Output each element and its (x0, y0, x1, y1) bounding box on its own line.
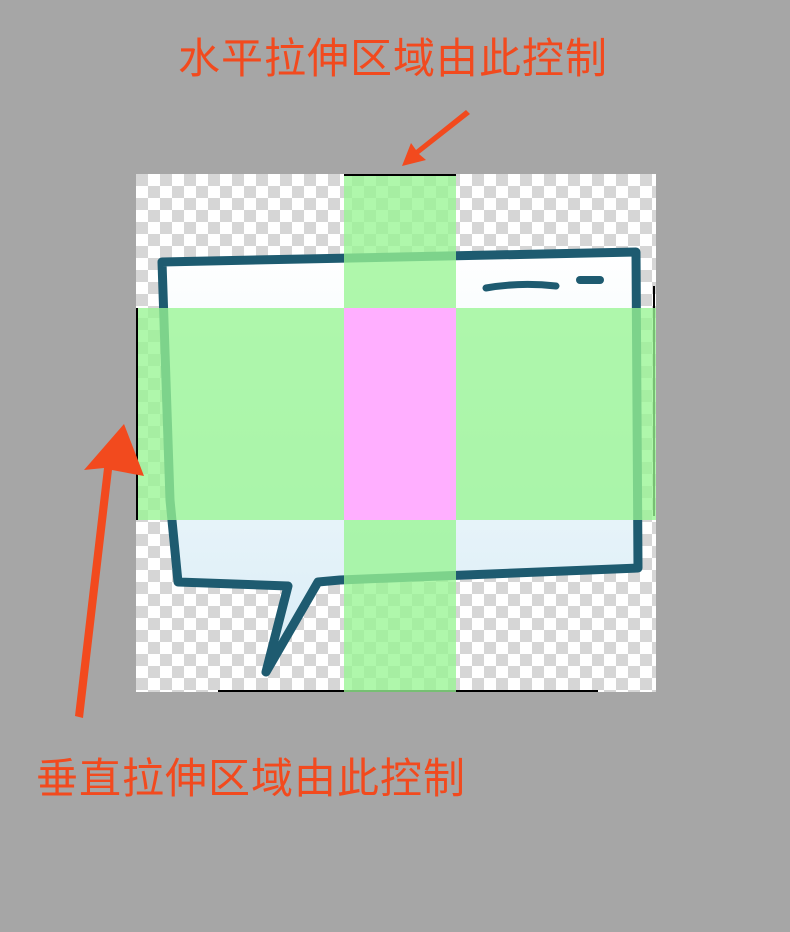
vertical-stretch-caption: 垂直拉伸区域由此控制 (36, 754, 467, 803)
arrow-icon (402, 110, 470, 166)
stretch-overlap-region (344, 308, 456, 520)
arrow-icon (75, 424, 144, 718)
horizontal-stretch-caption: 水平拉伸区域由此控制 (178, 34, 609, 83)
